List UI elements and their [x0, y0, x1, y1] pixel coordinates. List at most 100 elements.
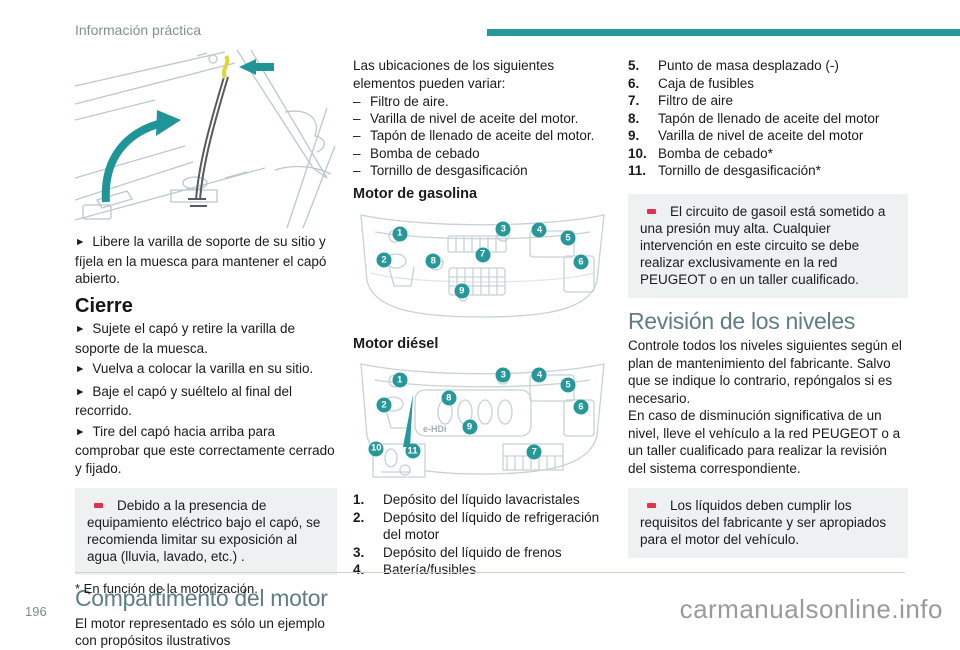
list-item-text: Tornillo de desgasificación: [370, 162, 528, 178]
engine-marker: 7: [526, 444, 542, 460]
step-text: Baje el capó y suéltelo al final del rec…: [75, 383, 293, 419]
legend-row: 7. Filtro de aire: [628, 92, 908, 110]
legend-number: 5.: [628, 58, 640, 73]
step-item: ►Baje el capó y suéltelo al final del re…: [75, 383, 337, 420]
footer-divider: [75, 572, 905, 573]
list-item: –Tornillo de desgasificación: [353, 162, 612, 179]
dash-bullet: –: [353, 145, 361, 161]
warning-exclamation-icon: [647, 500, 657, 508]
legend-row: 10. Bomba de cebado*: [628, 145, 908, 163]
engine-marker: 6: [573, 399, 589, 415]
engine-marker: 8: [425, 253, 441, 269]
legend-text: Batería/fusibles: [383, 562, 477, 578]
section-header: Información práctica: [75, 22, 202, 38]
step-text: Sujete el capó y retire la varilla de so…: [75, 321, 296, 356]
engine-marker: 3: [495, 367, 511, 383]
gasoline-heading: Motor de gasolina: [353, 186, 478, 203]
list-item: –Varilla de nivel de aceite del motor.: [353, 110, 612, 127]
legend-number: 2.: [353, 509, 365, 525]
legend-number: 10.: [628, 145, 647, 161]
engine-badge: e-HDi: [423, 424, 447, 434]
legend-text: Tornillo de desgasificación*: [658, 163, 821, 178]
legend-text: Filtro de aire: [658, 93, 734, 108]
compartimento-intro: El motor representado es sólo un ejemplo…: [75, 615, 325, 649]
step-item: ►Sujete el capó y retire la varilla de s…: [75, 320, 337, 357]
hood-rod-drawing: [75, 50, 336, 228]
legend-number: 8.: [628, 110, 640, 126]
warning-exclamation-icon: [94, 500, 104, 508]
legend-row: 4. Batería/fusibles: [353, 561, 612, 579]
engine-marker: 4: [531, 367, 547, 383]
engine-marker: 4: [531, 222, 547, 238]
engine-marker: 2: [376, 252, 392, 268]
page-number: 196: [25, 604, 47, 619]
legend-row: 5. Punto de masa desplazado (-): [628, 57, 908, 75]
legend-number: 6.: [628, 75, 640, 91]
cierre-heading: Cierre: [75, 294, 133, 317]
engine-marker: 9: [454, 283, 470, 299]
legend-row: 9. Varilla de nivel de aceite del motor: [628, 127, 908, 145]
legend-1-4: 1. Depósito del líquido lavacristales 2.…: [353, 491, 612, 579]
engine-marker: 1: [392, 372, 408, 388]
arrow-bullet-icon: ►: [75, 425, 86, 438]
footnote: * En función de la motorización.: [75, 581, 258, 596]
legend-text: Bomba de cebado*: [658, 145, 773, 161]
dash-bullet: –: [353, 128, 361, 144]
warning-box-gasoil: El circuito de gasoil está sometido a un…: [628, 193, 908, 298]
engine-marker: 7: [475, 247, 490, 263]
locations-intro: Las ubicaciones de los siguientes elemen…: [353, 58, 555, 91]
arrow-bullet-icon: ►: [75, 385, 86, 398]
compartimento-heading: Compartimento del motor: [75, 585, 328, 611]
warning-box-capo: Debido a la presencia de equipamiento el…: [75, 488, 337, 575]
revision-paragraph-1: Controle todos los niveles siguientes se…: [628, 338, 902, 406]
open-hood-instruction: ►Libere la varilla de soporte de su siti…: [75, 233, 337, 288]
engine-marker: 11: [405, 443, 421, 459]
watermark: carmanualsonline.info: [679, 594, 943, 624]
legend-row: 8. Tapón de llenado de aceite del motor: [628, 110, 908, 128]
accent-bar: [487, 29, 960, 36]
legend-row: 1. Depósito del líquido lavacristales: [353, 491, 612, 509]
hood-rod-illustration: [75, 50, 337, 228]
list-item-text: Varilla de nivel de aceite del motor.: [370, 111, 579, 127]
arrow-bullet-icon: ►: [75, 323, 86, 335]
legend-text: Varilla de nivel de aceite del motor: [658, 128, 864, 143]
dash-bullet: –: [353, 162, 361, 178]
legend-number: 11.: [628, 163, 647, 178]
engine-marker: 5: [560, 377, 576, 393]
dash-bullet: –: [353, 111, 361, 127]
warning-text: Los líquidos deben cumplir los requisito…: [640, 498, 887, 547]
step-text: Vuelva a colocar la varilla en su sitio.: [92, 361, 314, 376]
warning-text: Debido a la presencia de equipamiento el…: [87, 498, 321, 564]
engine-marker: 10: [368, 441, 384, 457]
warning-box-liquidos: Los líquidos deben cumplir los requisito…: [628, 488, 908, 558]
legend-number: 7.: [628, 93, 640, 108]
legend-number: 9.: [628, 128, 640, 143]
revision-paragraph-2: En caso de disminución significativa de …: [628, 408, 901, 476]
legend-row: 11. Tornillo de desgasificación*: [628, 162, 908, 180]
arrow-bullet-icon: ►: [75, 363, 86, 375]
cierre-steps: ►Sujete el capó y retire la varilla de s…: [75, 320, 337, 477]
engine-marker: 1: [392, 226, 408, 242]
legend-5-11: 5. Punto de masa desplazado (-) 6. Caja …: [628, 57, 908, 180]
left-column: ►Libere la varilla de soporte de su siti…: [75, 50, 337, 650]
legend-text: Depósito del líquido de refrigeración de…: [383, 509, 600, 543]
gasoline-engine-drawing: [360, 213, 605, 318]
legend-text: Punto de masa desplazado (-): [658, 58, 839, 73]
arrow-bullet-icon: ►: [75, 236, 86, 248]
legend-text: Tapón de llenado de aceite del motor: [658, 110, 880, 126]
warning-text: El circuito de gasoil está sometido a un…: [640, 203, 886, 287]
engine-marker: 8: [441, 390, 457, 406]
engine-marker: 9: [462, 419, 478, 435]
dash-bullet: –: [353, 94, 361, 109]
list-item-text: Tapón de llenado de aceite del motor.: [370, 128, 595, 144]
legend-number: 3.: [353, 544, 365, 560]
legend-text: Depósito del líquido lavacristales: [383, 492, 580, 508]
list-item-text: Filtro de aire.: [370, 94, 449, 109]
engine-marker: 2: [376, 397, 392, 413]
list-item-text: Bomba de cebado: [370, 145, 480, 161]
engine-marker: 5: [560, 230, 576, 246]
warning-exclamation-icon: [647, 206, 657, 214]
